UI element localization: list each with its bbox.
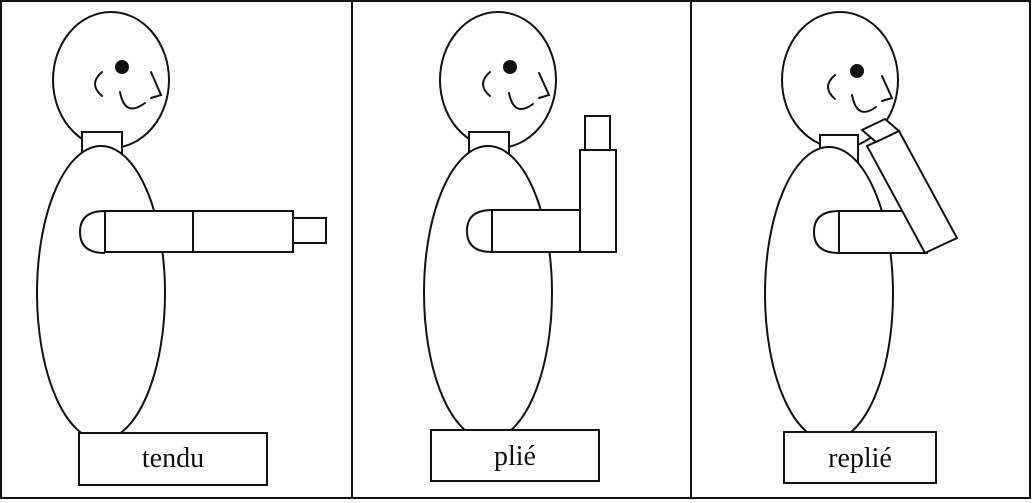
eye-icon — [503, 60, 517, 74]
shoulder-joint — [814, 211, 839, 253]
upper-arm — [492, 210, 580, 252]
hand — [293, 218, 326, 243]
label-plie: plié — [494, 441, 536, 472]
shoulder-joint — [467, 210, 492, 252]
upper-arm — [105, 211, 193, 252]
shoulder-joint — [80, 211, 105, 253]
torso — [37, 146, 165, 440]
label-replie: replié — [828, 443, 892, 474]
label-tendu: tendu — [142, 443, 204, 474]
hand — [585, 116, 610, 150]
forearm — [580, 150, 616, 252]
forearm — [193, 211, 293, 252]
torso — [765, 147, 893, 441]
torso — [424, 146, 552, 440]
head — [53, 12, 169, 148]
head — [440, 12, 556, 148]
eye-icon — [850, 64, 864, 78]
eye-icon — [115, 60, 129, 74]
